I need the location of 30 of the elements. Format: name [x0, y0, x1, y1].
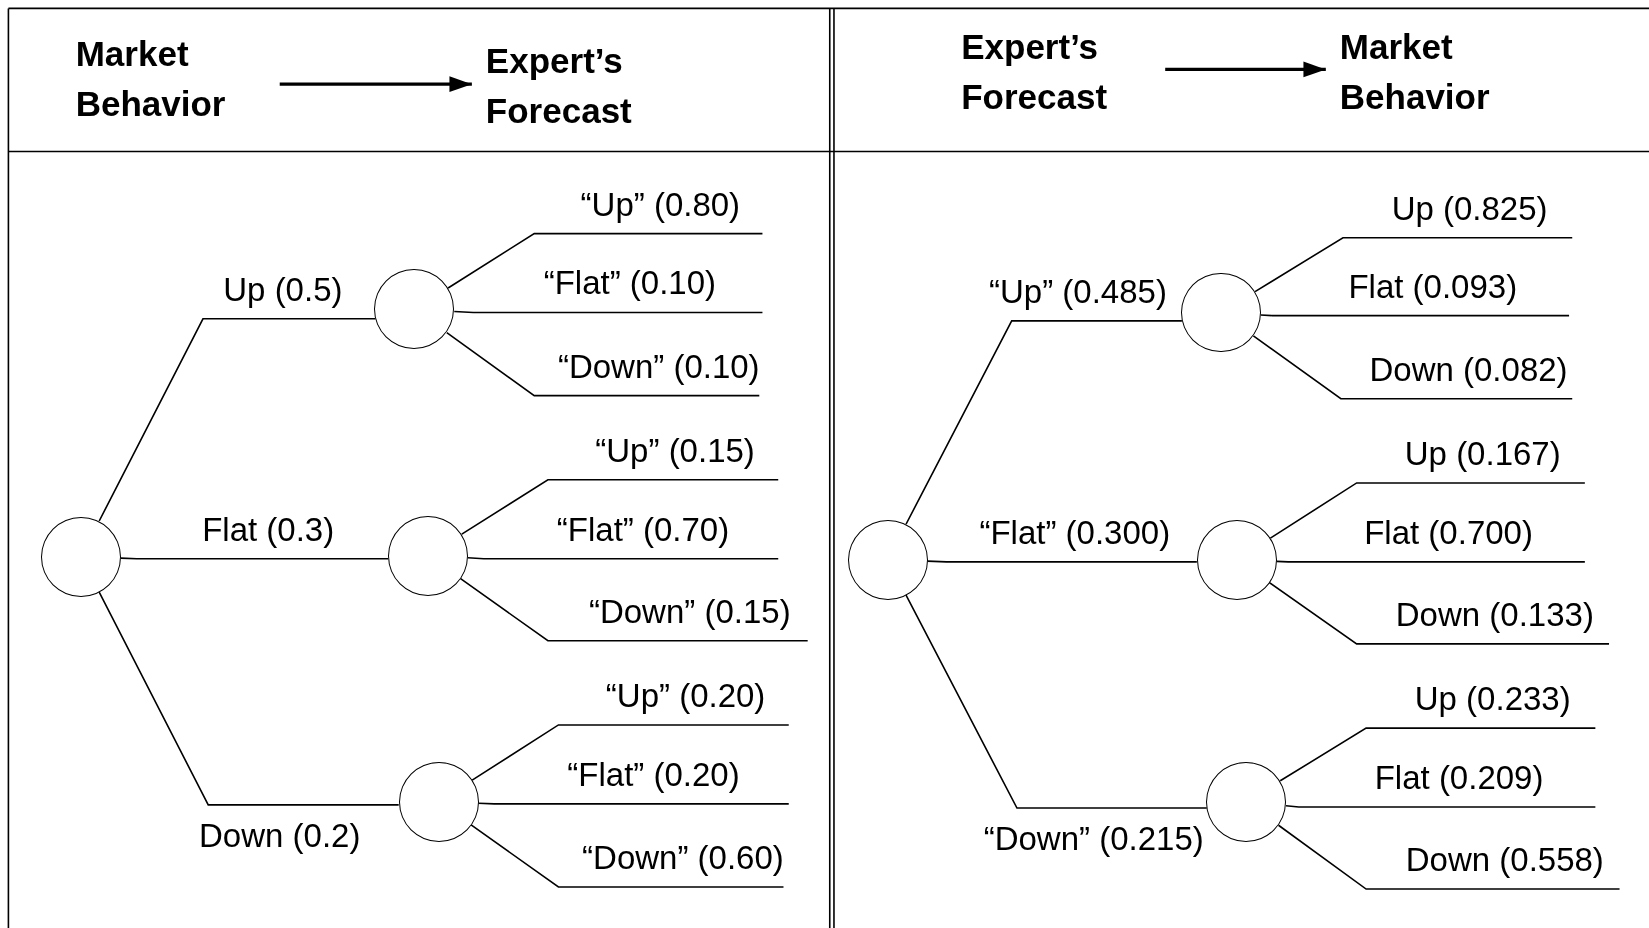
branch-line	[453, 310, 764, 314]
branch-line	[477, 802, 790, 805]
branch-line	[905, 594, 1208, 809]
branch-line	[467, 557, 780, 560]
arrow	[1165, 61, 1326, 78]
branch-line	[1254, 237, 1574, 293]
column-heading: Market Behavior	[1339, 26, 1491, 119]
branch-line	[1268, 581, 1610, 645]
branch-line	[1269, 482, 1586, 539]
column-heading: Expert’s Forecast	[961, 26, 1109, 119]
branch-line	[445, 331, 761, 397]
branch-line	[98, 591, 400, 806]
branch-line	[1279, 727, 1597, 782]
column-heading: Expert’s Forecast	[485, 39, 633, 132]
branch-line	[459, 577, 809, 642]
branch-line	[926, 560, 1198, 563]
branch-line	[470, 824, 785, 888]
branch-line	[905, 320, 1183, 526]
column-heading: Market Behavior	[75, 33, 227, 126]
branch-line	[1277, 824, 1621, 890]
branch-line	[98, 318, 377, 522]
arrow	[279, 76, 472, 92]
branch-line	[1252, 335, 1574, 400]
branch-line	[1285, 804, 1597, 808]
branch-line	[1260, 314, 1570, 317]
branch-line	[447, 232, 764, 289]
branch-line	[120, 557, 389, 560]
branch-line	[461, 478, 780, 535]
branch-line	[1275, 560, 1586, 563]
branch-line	[471, 724, 790, 781]
